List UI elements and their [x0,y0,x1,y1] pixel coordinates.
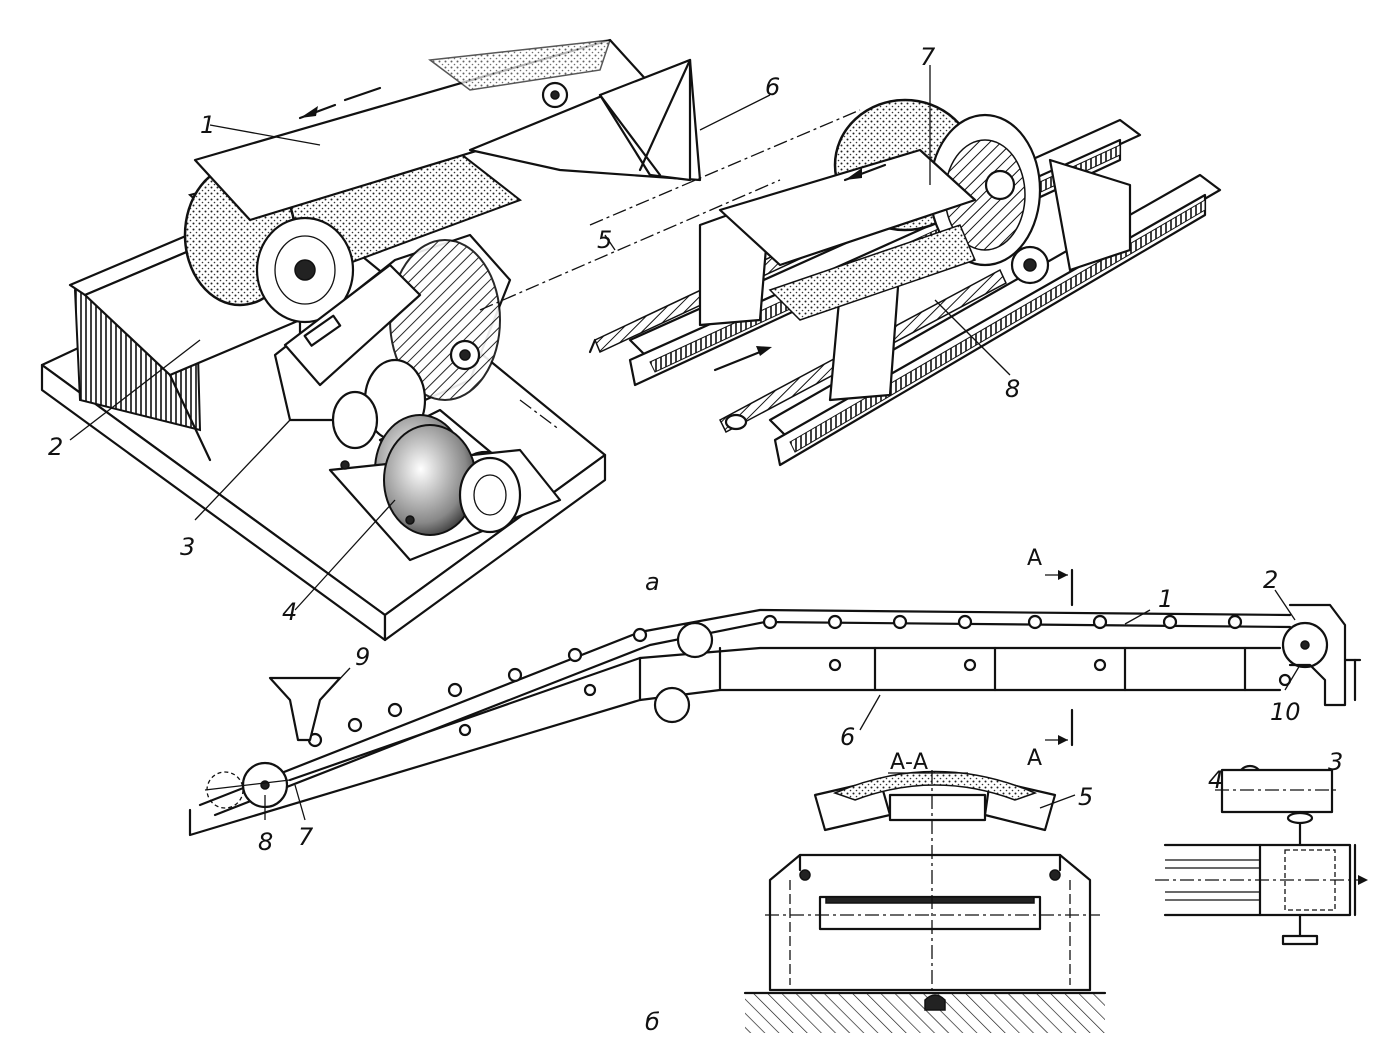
section-mark-top: А [1027,546,1042,571]
label-6-frame: 6 [765,73,780,101]
return-idlers [458,658,1292,737]
tensioning-station-drawing [588,65,1222,467]
scheme-label-8: 8 [258,828,273,856]
label-3-reducer: 3 [180,533,195,561]
scheme-label-1: 1 [1158,585,1173,613]
label-1-belt: 1 [200,111,215,139]
label-5-axis: 5 [597,226,612,254]
label-2-frame: 2 [48,433,63,461]
scheme-label-9: 9 [355,643,370,671]
view-label-a: а [645,568,660,596]
view-label-b: б [645,1008,660,1036]
callout-labels: 1 2 3 4 6 5 7 8 а б 1 2 3 4 5 6 7 8 9 10… [48,43,1343,1036]
section-title: А-А [890,750,928,775]
section-mark-bottom: А [1027,746,1042,771]
upper-idlers [307,614,1243,748]
scheme-label-6: 6 [840,723,855,751]
scheme-label-10: 10 [1270,698,1301,726]
scheme-label-5: 5 [1078,783,1093,811]
drive-plan-scheme [1155,764,1368,946]
label-8-screw: 8 [1005,375,1020,403]
conveyor-profile-scheme [188,568,1362,837]
section-a-a-drawing [743,770,1107,1033]
label-7-drum: 7 [920,43,936,71]
scheme-label-4: 4 [1208,766,1223,794]
scheme-label-2: 2 [1263,566,1278,594]
label-4-motor: 4 [282,598,297,626]
drive-station-drawing [40,38,861,642]
scheme-label-3: 3 [1328,748,1343,776]
scheme-label-7: 7 [298,823,314,851]
